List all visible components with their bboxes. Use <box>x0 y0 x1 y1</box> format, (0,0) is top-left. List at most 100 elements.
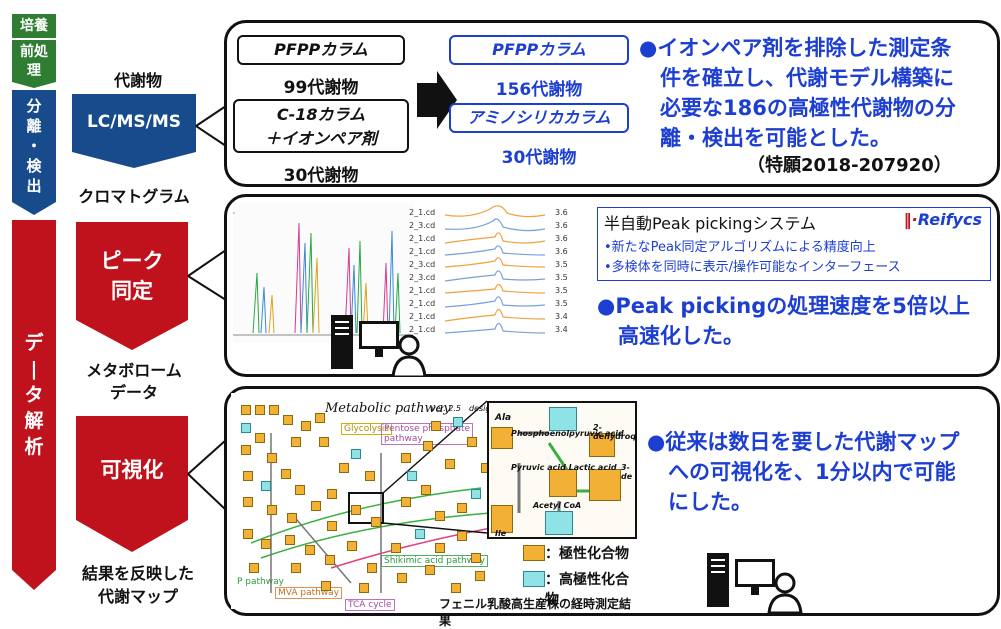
peak-traces <box>445 205 545 334</box>
map-node <box>287 513 297 523</box>
peak-row-value: 3.6 <box>555 234 568 243</box>
peak-overlay-plot: 2_1.cd 3.6 2_3.cd 3.6 2_1.cd 3.6 2_1.cd 3.6 2_3.… <box>379 205 575 345</box>
map-node <box>285 535 295 545</box>
metabolic-map: Metabolic pathway ver. 2.5 designed by K… <box>231 393 641 628</box>
map-node <box>445 459 455 469</box>
patent-number: （特願2018-207920） <box>747 155 952 176</box>
map-node <box>339 463 349 473</box>
chevron-lcms-shape <box>72 94 196 168</box>
new-count-aminosilica: 30代謝物 <box>501 148 577 168</box>
zoom-label-0: Ala <box>495 413 512 423</box>
reifycs-logo-text: Reifycs <box>917 210 982 229</box>
map-node <box>401 497 411 507</box>
map-node <box>435 543 445 553</box>
stage-analysis-label: デ | タ 解 析 <box>24 332 44 458</box>
panel-visualization: Metabolic pathway ver. 2.5 designed by K… <box>224 386 1000 628</box>
map-node <box>407 471 417 481</box>
chevron-viz-shape <box>76 416 188 552</box>
zoom-node-ala <box>491 427 513 449</box>
flow-metabolome-data: メタボローム データ <box>86 361 182 402</box>
map-node <box>475 571 485 581</box>
stage-separation: 分 離 ・ 検 出 <box>12 90 56 215</box>
map-node <box>243 471 253 481</box>
zoom-node-ile <box>491 505 513 533</box>
stage-culture: 培養 <box>12 14 56 38</box>
peak-row-value: 3.4 <box>555 325 568 334</box>
system-feature-accuracy: •新たなPeak同定アルゴリズムによる精度向上 <box>604 240 876 255</box>
pc-user-icon <box>331 315 427 377</box>
map-node <box>241 445 251 455</box>
map-node <box>311 501 321 511</box>
chromatogram-thumbnail <box>233 203 413 343</box>
map-mva: MVA pathway <box>275 587 343 599</box>
legend-orange-swatch <box>523 545 545 561</box>
flow-chromatogram: クロマトグラム <box>78 187 190 206</box>
new-column-aminosilica: アミノシリカカラム <box>449 103 629 133</box>
map-caption: フェニル乳酸高生産株の経時測定結果 <box>439 597 632 628</box>
reifycs-logo: ‖·Reifycs <box>904 210 982 229</box>
map-tca: TCA cycle <box>345 599 395 611</box>
map-node <box>471 553 481 563</box>
legend-cyan-swatch <box>523 571 545 587</box>
peak-row-value: 3.5 <box>555 286 568 295</box>
map-node <box>453 417 463 427</box>
map-node <box>367 563 377 573</box>
legend-cyan-label: ：高極性化合物 <box>545 572 629 608</box>
peak-row-value: 3.6 <box>555 247 568 256</box>
peak-row-label: 2_3.cd <box>409 221 436 230</box>
map-node <box>291 437 301 447</box>
old-count-c18: 30代謝物 <box>283 166 359 186</box>
peak-row-value: 3.5 <box>555 260 568 269</box>
map-node <box>401 453 411 463</box>
peak-row-value: 3.6 <box>555 208 568 217</box>
map-node <box>295 485 305 495</box>
panel-peak: 2_1.cd 3.6 2_3.cd 3.6 2_1.cd 3.6 2_1.cd 3.6 2_3.… <box>224 194 1000 377</box>
reifycs-logo-mark: ‖· <box>903 210 918 229</box>
map-node <box>321 581 331 591</box>
map-node <box>397 573 407 583</box>
panel2-achievement: ●Peak pickingの処理速度を5倍以上 高速化した。 <box>597 294 970 348</box>
map-node <box>415 529 425 539</box>
map-node <box>327 489 337 499</box>
old-column-pfpp: PFPPカラム <box>237 35 405 65</box>
peak-row-label: 2_3.cd <box>409 273 436 282</box>
zoom-label-6: Ile <box>495 529 507 538</box>
map-node <box>327 521 337 531</box>
peak-row-value: 3.5 <box>555 273 568 282</box>
zoom-node-acetylcoa <box>545 511 573 535</box>
panel-separation: PFPPカラム 99代謝物 C-18カラム ＋イオンペア剤 30代謝物 PFPP… <box>224 20 1000 187</box>
map-node <box>457 503 467 513</box>
stage-preprocess-line1: 前処 <box>20 44 48 60</box>
map-node <box>351 505 361 515</box>
zoom-label-2: 2-dehydroquin <box>593 423 636 441</box>
chevron-peak-shape <box>76 222 188 350</box>
chevron-viz-label: 可視化 <box>100 458 164 482</box>
system-feature-interface: •多検体を同時に表示/操作可能なインターフェース <box>604 260 901 275</box>
peak-row-label: 2_1.cd <box>409 299 436 308</box>
system-info-box: 半自動Peak pickingシステム ‖·Reifycs •新たなPeak同定… <box>597 207 991 281</box>
peak-row-label: 2_1.cd <box>409 208 436 217</box>
zoom-node-pyruvic <box>549 469 577 497</box>
map-glycolysis: Glycolysis <box>341 423 392 435</box>
peak-row-value: 3.5 <box>555 299 568 308</box>
map-node <box>241 405 251 415</box>
peak-row-label: 2_1.cd <box>409 247 436 256</box>
map-node <box>301 421 311 431</box>
zoom-node-lactic <box>589 469 621 501</box>
map-p-pathway: P pathway <box>237 577 284 587</box>
map-node <box>421 485 431 495</box>
zoom-node-dehydroquin <box>589 433 615 457</box>
chevron-peak: ピーク 同定 <box>76 222 188 350</box>
map-node <box>291 563 301 573</box>
stage-separation-label: 分 離 ・ 検 出 <box>26 97 42 195</box>
map-node <box>241 423 251 433</box>
peak-row-value: 3.4 <box>555 312 568 321</box>
map-node <box>255 433 265 443</box>
map-node <box>261 539 271 549</box>
zoom-node-pep <box>549 407 577 431</box>
peak-row-label: 2_3.cd <box>409 260 436 269</box>
peak-row-value: 3.6 <box>555 221 568 230</box>
map-node <box>325 555 335 565</box>
peak-row-label: 2_1.cd <box>409 325 436 334</box>
map-node <box>305 545 315 555</box>
